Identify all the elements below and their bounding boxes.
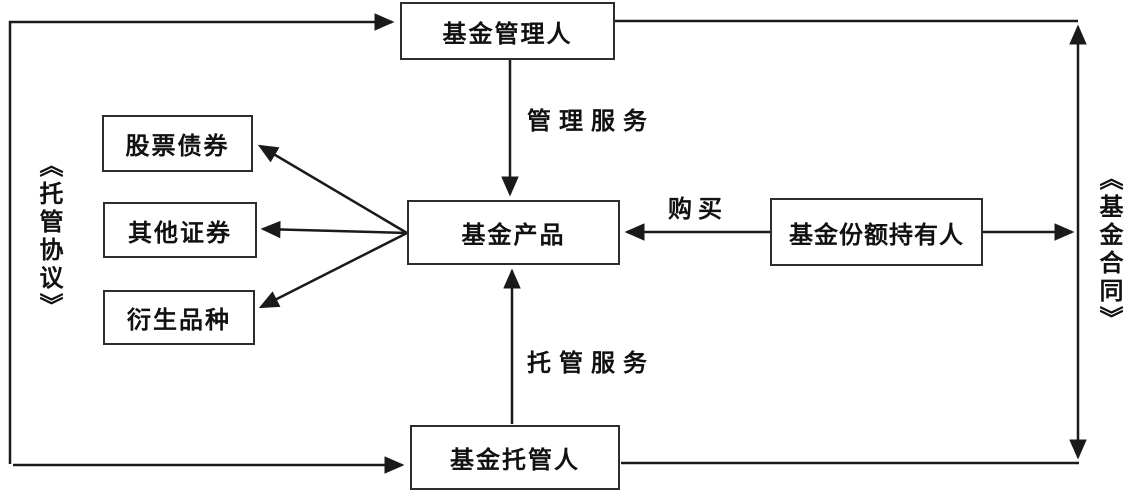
edge-product-to-other-securities bbox=[260, 220, 408, 239]
edge-product-to-derivatives bbox=[258, 231, 408, 309]
edge-agreement-to-manager bbox=[8, 13, 395, 464]
node-derivatives: 衍生品种 bbox=[103, 290, 255, 345]
label-custody-service: 托管服务 bbox=[527, 351, 655, 377]
label-management-service: 管理服务 bbox=[527, 109, 655, 135]
node-fund-product: 基金产品 bbox=[407, 200, 620, 265]
label-fund-contract: 《基金合同》 bbox=[1095, 166, 1121, 334]
label-purchase: 购买 bbox=[668, 197, 728, 223]
node-fund-manager: 基金管理人 bbox=[400, 2, 615, 60]
node-other-securities: 其他证券 bbox=[103, 202, 257, 258]
label-custody-agreement: 《托管协议》 bbox=[35, 153, 61, 321]
node-fund-custodian: 基金托管人 bbox=[410, 425, 620, 490]
edge-product-to-stocks bbox=[257, 144, 408, 235]
node-fund-shareholder: 基金份额持有人 bbox=[770, 198, 983, 266]
node-stocks-bonds: 股票债券 bbox=[102, 115, 253, 172]
